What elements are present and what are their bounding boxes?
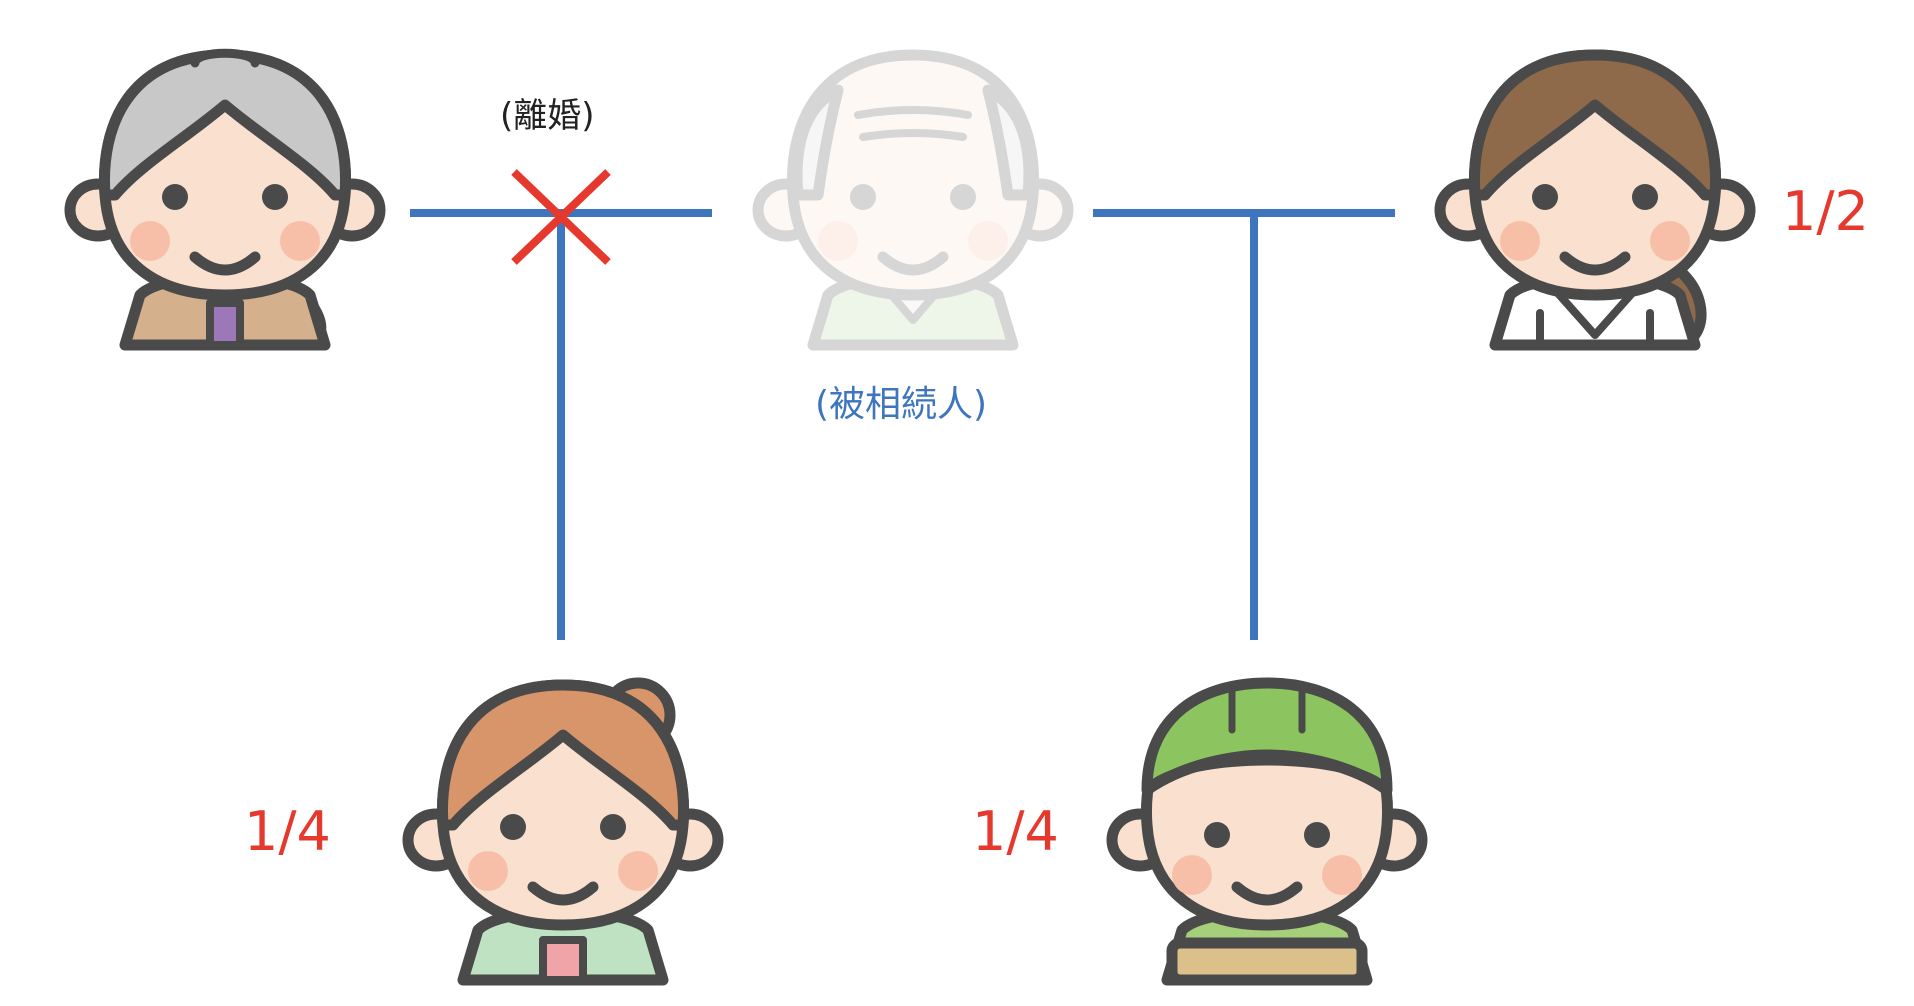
divorce-cross-icon <box>511 169 611 265</box>
divorce-label: (離婚) <box>500 96 595 136</box>
boy-cap-icon <box>1106 677 1428 986</box>
elderly-man-icon <box>752 49 1074 351</box>
current-wife-share: 1/2 <box>1782 180 1869 243</box>
woman-icon <box>1434 49 1756 351</box>
girl-icon <box>402 677 724 986</box>
decedent-label: (被相続人) <box>815 384 988 425</box>
first-child-share: 1/4 <box>244 800 331 863</box>
second-child-share: 1/4 <box>972 800 1059 863</box>
elderly-woman-icon <box>64 48 386 351</box>
